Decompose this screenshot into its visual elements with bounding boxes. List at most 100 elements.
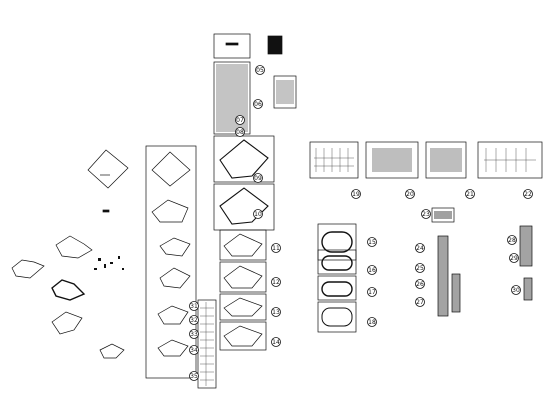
scatter-symbols (94, 256, 124, 270)
left-plate-group (11, 149, 129, 359)
schedule-column (197, 299, 217, 389)
sheet-number-27: 27 (415, 297, 425, 307)
callout-label: 11 (272, 245, 280, 252)
callout-circle (367, 237, 377, 247)
detail-strip-2 (451, 273, 461, 313)
callout-label: 28 (508, 237, 516, 244)
callout-label: 33 (190, 331, 198, 338)
plan-drawing-1 (219, 139, 269, 179)
sheet-number-34: 34 (189, 345, 199, 355)
callout-circle (367, 317, 377, 327)
callout-label: 13 (272, 309, 280, 316)
callout-circle (271, 243, 281, 253)
callout-circle (271, 307, 281, 317)
plate-outline-1 (87, 149, 129, 189)
plate-column-frame (145, 145, 197, 379)
sheet-number-32: 32 (189, 315, 199, 325)
schedule-rows (200, 302, 214, 386)
callout-circle (509, 253, 519, 263)
elevation-sheet-1 (309, 141, 359, 179)
sheet-number-15: 15 (367, 237, 377, 247)
sheet-number-35: 35 (189, 371, 199, 381)
medium-plan-sheets (219, 229, 267, 351)
index-sheet (213, 61, 251, 135)
notes-sheet (273, 75, 297, 109)
column-plate-5 (157, 305, 189, 325)
column-plate-6 (157, 339, 189, 357)
sheet-number-09: 09 (253, 173, 263, 183)
callout-circle (189, 371, 199, 381)
callout-label: 22 (524, 191, 532, 198)
callout-label: 19 (352, 191, 360, 198)
detail-strip-4 (523, 277, 533, 301)
sheet-number-29: 29 (509, 253, 519, 263)
sheet-number-19: 19 (351, 189, 361, 199)
plan-sheet-medium-2 (219, 261, 267, 293)
callout-label: 27 (416, 299, 424, 306)
plan-medium-drawing-2 (223, 265, 263, 289)
callout-circle (367, 287, 377, 297)
sheet-number-31: 31 (189, 301, 199, 311)
callout-label: 10 (254, 211, 262, 218)
sheet-number-28: 28 (507, 235, 517, 245)
cover-sheet-title (225, 42, 239, 46)
sheet-number-05: 05 (255, 65, 265, 75)
detail-sheet-top (431, 207, 455, 223)
plan-sheet-large-1 (213, 135, 275, 183)
plan-medium-drawing-3 (223, 297, 263, 317)
callout-circle (351, 189, 361, 199)
callout-circle (189, 345, 199, 355)
legend-block (267, 35, 283, 55)
sheet-number-06: 06 (253, 99, 263, 109)
plate-column-border (145, 145, 197, 379)
callout-label: 09 (254, 175, 262, 182)
unit-plan-4 (321, 307, 353, 327)
callout-label: 05 (256, 67, 264, 74)
plan-sheet-medium-4 (219, 321, 267, 351)
callout-circle (253, 173, 263, 183)
column-plate-3 (159, 237, 191, 257)
column-plate-1 (151, 151, 191, 187)
cover-sheet (213, 33, 251, 59)
callout-label: 35 (190, 373, 198, 380)
plate-outline-4 (51, 279, 86, 301)
callout-label: 31 (190, 303, 198, 310)
sheet-number-08: 08 (235, 127, 245, 137)
sheet-number-10: 10 (253, 209, 263, 219)
elevation-sheet-4 (477, 141, 543, 179)
sheet-number-12: 12 (271, 277, 281, 287)
callout-circle (189, 315, 199, 325)
callout-circle (415, 279, 425, 289)
callout-circle (415, 243, 425, 253)
elevation-sheets (309, 141, 543, 179)
callout-circle (271, 337, 281, 347)
unit-plan-1 (321, 231, 353, 253)
callout-circle (415, 297, 425, 307)
callout-circle (511, 285, 521, 295)
sheet-number-25: 25 (415, 263, 425, 273)
callout-circle (235, 115, 245, 125)
plate-outline-2 (55, 235, 93, 259)
callout-label: 15 (368, 239, 376, 246)
callout-label: 25 (416, 265, 424, 272)
unit-plan-sheets (317, 223, 357, 333)
sheet-number-21: 21 (465, 189, 475, 199)
callout-circle (255, 65, 265, 75)
elevation-grid-4 (484, 148, 536, 172)
large-plan-sheets (213, 135, 275, 231)
detail-strip-1 (437, 235, 449, 317)
callout-circle (189, 301, 199, 311)
plate-marker (102, 209, 110, 213)
callout-circle (271, 277, 281, 287)
callout-label: 14 (272, 339, 280, 346)
elevation-fill-3 (430, 148, 462, 172)
plate-outline-5 (51, 311, 83, 335)
elevation-sheet-2 (365, 141, 419, 179)
plan-sheet-medium-1 (219, 229, 267, 261)
unit-plan-2 (321, 255, 353, 271)
sheet-number-24: 24 (415, 243, 425, 253)
callout-label: 08 (236, 129, 244, 136)
callout-label: 06 (254, 101, 262, 108)
callout-circle (465, 189, 475, 199)
sheet-number-13: 13 (271, 307, 281, 317)
